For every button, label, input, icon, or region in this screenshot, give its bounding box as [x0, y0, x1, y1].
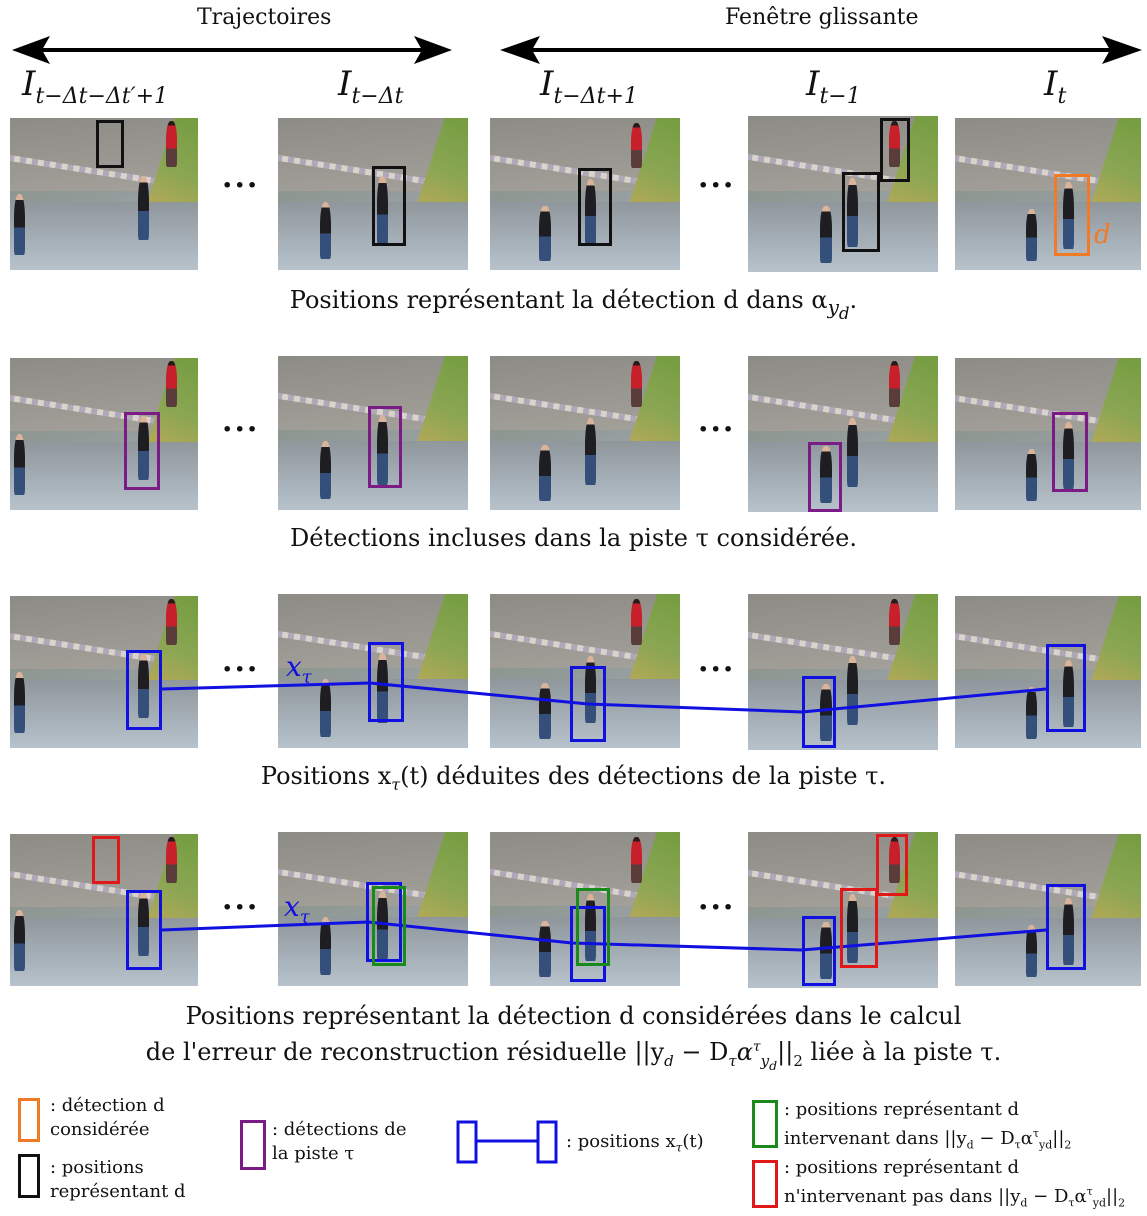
track-position-box-blue: [126, 650, 162, 730]
track-detection-box-purple: [124, 412, 160, 490]
track-detection-box-purple: [1052, 412, 1088, 492]
trajectoires-label: Trajectoires: [197, 5, 332, 30]
ellipsis: ···: [222, 890, 260, 925]
frame-label-3: It−Δt+1: [540, 64, 638, 109]
excluded-position-box-red: [876, 834, 908, 896]
track-position-box-blue: [570, 666, 606, 742]
legend-purple-text: : détections de la piste τ: [272, 1119, 407, 1164]
track-position-box-blue: [1046, 644, 1086, 732]
track-position-box-blue: [368, 642, 404, 722]
frame-label-1: It−Δt−Δt′+1: [22, 64, 169, 109]
frame-label-4: It−1: [806, 64, 861, 109]
ellipsis: ···: [222, 652, 260, 687]
track-label-x-tau: xτ: [286, 650, 312, 688]
legend-swatch-red: [752, 1160, 778, 1208]
video-frame: [10, 118, 198, 270]
excluded-position-box-red: [92, 836, 120, 884]
video-frame: [955, 118, 1141, 270]
ellipsis: ···: [222, 412, 260, 447]
position-box-black: [842, 172, 880, 252]
ellipsis: ···: [698, 652, 736, 687]
track-label-x-tau: xτ: [284, 890, 310, 928]
video-frame: [278, 356, 468, 510]
included-position-box-green: [372, 886, 406, 966]
legend-red-text: : positions représentant d n'intervenant…: [784, 1157, 1126, 1210]
video-frame: [748, 594, 938, 750]
legend-swatch-black: [18, 1154, 40, 1198]
track-position-box-blue: [802, 916, 836, 986]
track-position-box-blue: [126, 890, 162, 970]
legend-green-text: : positions représentant d intervenant d…: [784, 1099, 1072, 1152]
track-detection-box-purple: [368, 406, 402, 488]
legend-swatch-green: [752, 1100, 778, 1148]
legend-blue-text: : positions xτ(t): [566, 1131, 704, 1155]
caption-row-4-line-1: Positions représentant la détection d co…: [185, 1002, 962, 1030]
caption-row-1: Positions représentant la détection d da…: [289, 286, 858, 323]
video-frame: [955, 358, 1141, 510]
caption-row-3: Positions xτ(t) déduites des détections …: [260, 762, 887, 794]
legend-black-text: : positions représentant d: [50, 1157, 186, 1202]
video-frame: [10, 596, 198, 748]
ellipsis: ···: [698, 168, 736, 203]
video-frame: [10, 358, 198, 510]
track-position-box-blue: [802, 676, 836, 748]
position-box-black: [578, 168, 612, 246]
video-frame: [490, 356, 680, 510]
fenetre-glissante-arrow: [500, 36, 1142, 64]
position-box-black: [96, 120, 124, 168]
legend-swatch-orange: [18, 1098, 40, 1142]
position-box-black: [880, 118, 910, 182]
detection-box-orange: [1054, 174, 1090, 256]
video-frame: [748, 116, 938, 272]
track-detection-box-purple: [808, 442, 842, 512]
frame-label-5: It: [1044, 64, 1067, 109]
video-frame: [748, 356, 938, 512]
ellipsis: ···: [222, 168, 260, 203]
legend-orange-text: : détection d considérée: [50, 1095, 165, 1140]
caption-row-2: Détections incluses dans la piste τ cons…: [290, 524, 857, 552]
ellipsis: ···: [698, 890, 736, 925]
detection-label-d: d: [1094, 220, 1111, 250]
track-position-box-blue: [1046, 884, 1086, 970]
ellipsis: ···: [698, 412, 736, 447]
track-position-box-blue: [570, 906, 606, 982]
position-box-black: [372, 166, 406, 246]
fenetre-glissante-label: Fenêtre glissante: [725, 5, 919, 30]
caption-row-4-line-2: de l'erreur de reconstruction résiduelle…: [145, 1038, 1002, 1073]
legend-swatch-purple: [240, 1120, 266, 1170]
included-position-box-green: [576, 888, 610, 966]
frame-label-2: It−Δt: [338, 64, 404, 109]
trajectoires-arrow: [12, 36, 452, 64]
track-position-box-blue: [366, 882, 402, 962]
excluded-position-box-red: [840, 888, 878, 968]
